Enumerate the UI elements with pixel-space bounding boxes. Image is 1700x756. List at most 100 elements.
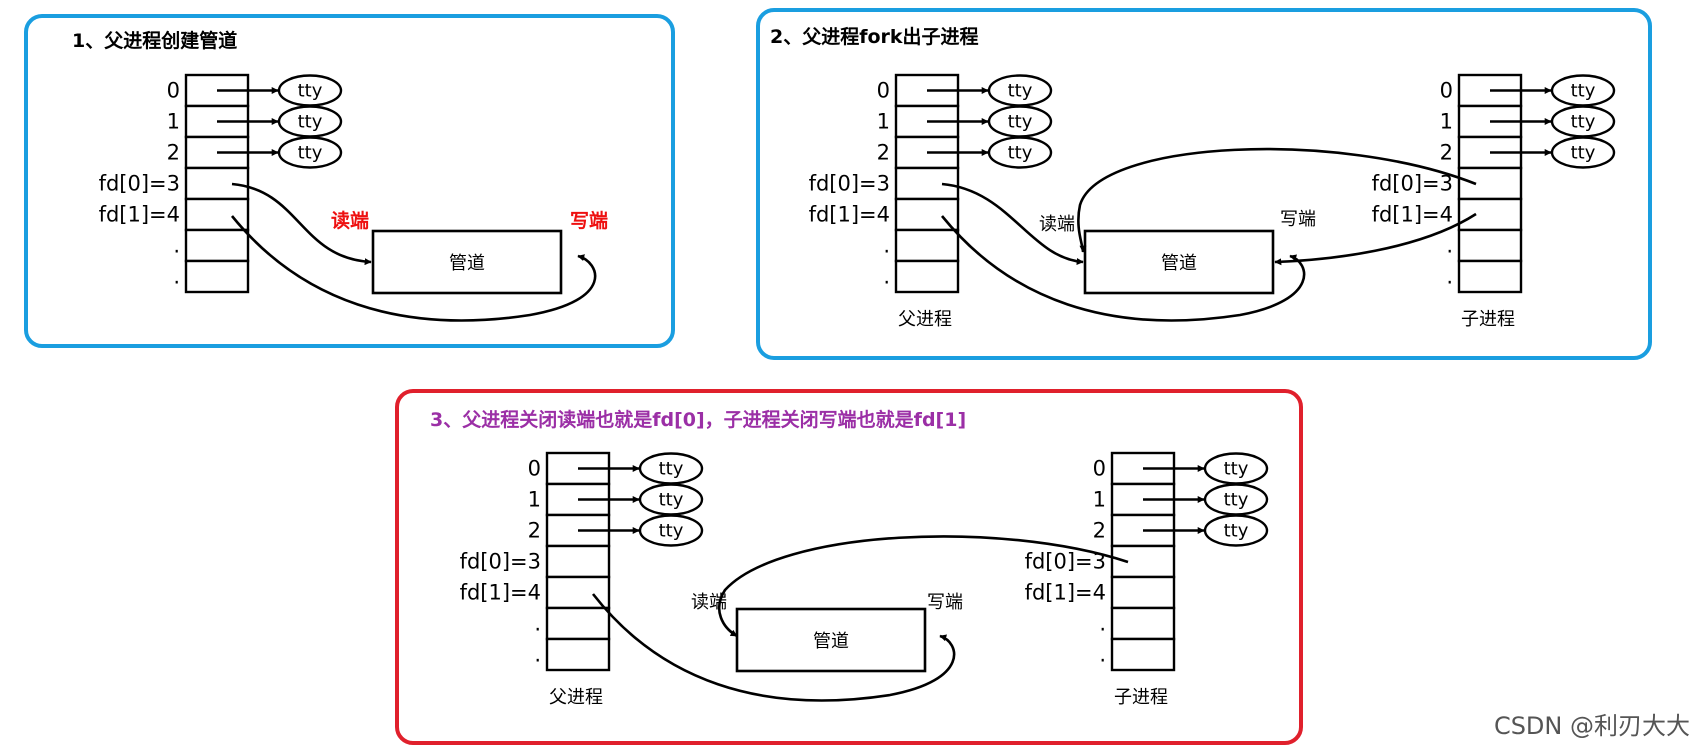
p3-child-tty-label: tty (1224, 521, 1249, 542)
p3-child-fd-label: fd[0]=3 (1025, 550, 1106, 574)
p3-child-label: 子进程 (1114, 687, 1168, 708)
p3-parent-fd-label: . (534, 643, 541, 667)
p1-write-end-label: 写端 (570, 209, 608, 232)
p3-parent-label: 父进程 (549, 687, 603, 708)
panel-3-title: 3、父进程关闭读端也就是fd[0]，子进程关闭写端也就是fd[1] (430, 408, 966, 431)
panel-3: 3、父进程关闭读端也就是fd[0]，子进程关闭写端也就是fd[1] (395, 389, 1303, 745)
p2-child-fd-label: fd[0]=3 (1372, 172, 1453, 196)
panel-2-content: 012fd[0]=3fd[1]=4..ttyttytty012fd[0]=3fd… (809, 73, 1616, 330)
p3-child-fd-label: fd[1]=4 (1025, 581, 1106, 605)
p3-child-fd-cell (1110, 544, 1176, 579)
p1-write-curve (230, 215, 597, 322)
panel-1-frame (24, 14, 675, 348)
panel-1: 1、父进程创建管道 (24, 14, 675, 348)
p3-child-fd-cell (1110, 606, 1176, 641)
p2-parent-fd-label: 2 (877, 141, 890, 165)
p2-parent-fd-label: 1 (877, 110, 890, 134)
p3-parent-fd-label: 1 (528, 488, 541, 512)
panel-3-frame (395, 389, 1303, 745)
p1-fd-label: fd[1]=4 (99, 203, 180, 227)
p2-child-fd-label: 1 (1440, 110, 1453, 134)
p3-child-fd-label: . (1099, 612, 1106, 636)
p2-child-fd-label: . (1446, 234, 1453, 258)
p2-parent-tty-oval (987, 136, 1053, 169)
p1-fd-cell (184, 166, 250, 201)
p3-parent-tty-label: tty (659, 521, 684, 542)
p3-pipe-label: 管道 (813, 631, 849, 652)
p1-fd-label: 1 (167, 110, 180, 134)
panel-3-content: 012fd[0]=3fd[1]=4..ttyttytty012fd[0]=3fd… (460, 451, 1269, 708)
p2-child-tty-label: tty (1571, 143, 1596, 164)
p2-parent-label: 父进程 (898, 309, 952, 330)
p2-child-label: 子进程 (1461, 309, 1515, 330)
p2-read-end-label: 读端 (1039, 214, 1075, 235)
p1-fd-label: . (173, 265, 180, 289)
p2-child-read-curve (1077, 147, 1477, 253)
p2-parent-fd-cell (894, 228, 960, 263)
p3-parent-fd-cell (545, 606, 611, 641)
p2-child-fd-label: 2 (1440, 141, 1453, 165)
panel-1-content: 012fd[0]=3fd[1]=4..ttyttytty管道读端写端 (99, 73, 608, 322)
p3-child-tty-label: tty (1224, 459, 1249, 480)
p2-child-fd-cell (1457, 166, 1523, 201)
panel-2-frame (756, 8, 1652, 360)
p2-parent-tty-label: tty (1008, 143, 1033, 164)
p3-child-tty-label: tty (1224, 490, 1249, 511)
p2-child-fd-label: 0 (1440, 79, 1453, 103)
p3-write-end-label: 写端 (927, 592, 963, 613)
p2-write-end-label: 写端 (1280, 209, 1316, 230)
p3-parent-fd-label: . (534, 612, 541, 636)
p3-child-fd-label: 2 (1093, 519, 1106, 543)
p2-child-tty-label: tty (1571, 112, 1596, 133)
panel-1-title: 1、父进程创建管道 (72, 29, 237, 52)
p2-parent-fd-label: . (883, 234, 890, 258)
p2-child-tty-oval (1550, 136, 1616, 169)
p3-child-tty-oval (1203, 514, 1269, 547)
p2-child-write-curve (1274, 212, 1477, 266)
p3-child-fd-cell (1110, 575, 1176, 610)
p1-pipe-box (371, 229, 563, 295)
p1-fd-label: . (173, 234, 180, 258)
p1-tty-label: tty (298, 112, 323, 133)
p3-parent-write-curve (591, 593, 956, 702)
p2-parent-fd-label: . (883, 265, 890, 289)
p3-child-fd-label: 0 (1093, 457, 1106, 481)
p2-parent-fd-label: fd[1]=4 (809, 203, 890, 227)
p1-read-end-label: 读端 (331, 209, 369, 232)
p2-child-fd-cell (1457, 259, 1523, 294)
p1-fd-cell (184, 259, 250, 294)
p2-parent-write-curve (940, 215, 1306, 322)
p3-parent-fd-cell (545, 637, 611, 672)
p3-parent-fd-label: fd[0]=3 (460, 550, 541, 574)
p1-fd-cell (184, 228, 250, 263)
p2-parent-fd-cell (894, 259, 960, 294)
p1-tty-oval (277, 136, 343, 169)
p1-tty-label: tty (298, 81, 323, 102)
p3-child-fd-label: . (1099, 643, 1106, 667)
panel-2-title: 2、父进程fork出子进程 (770, 25, 979, 48)
p2-child-fd-cell (1457, 228, 1523, 263)
p2-parent-tty-label: tty (1008, 112, 1033, 133)
p1-fd-label: 0 (167, 79, 180, 103)
diagram-content: 012fd[0]=3fd[1]=4..ttyttytty管道读端写端012fd[… (99, 73, 1616, 708)
p2-parent-fd-label: 0 (877, 79, 890, 103)
p3-parent-fd-label: 2 (528, 519, 541, 543)
p3-parent-tty-oval (638, 514, 704, 547)
watermark: CSDN @利刃大大 (1494, 712, 1690, 740)
p2-child-fd-label: fd[1]=4 (1372, 203, 1453, 227)
p3-pipe-box (735, 607, 927, 673)
p3-child-read-curve (718, 535, 1129, 638)
p1-fd-label: fd[0]=3 (99, 172, 180, 196)
p2-child-tty-label: tty (1571, 81, 1596, 102)
panel-2: 2、父进程fork出子进程 (756, 8, 1652, 360)
p3-child-fd-label: 1 (1093, 488, 1106, 512)
p1-fd-cell (184, 197, 250, 232)
p3-parent-fd-label: fd[1]=4 (460, 581, 541, 605)
p3-parent-tty-label: tty (659, 490, 684, 511)
p2-child-fd-label: . (1446, 265, 1453, 289)
p1-pipe-label: 管道 (449, 253, 485, 274)
p1-read-curve (231, 182, 372, 266)
p1-tty-label: tty (298, 143, 323, 164)
p2-parent-fd-cell (894, 166, 960, 201)
